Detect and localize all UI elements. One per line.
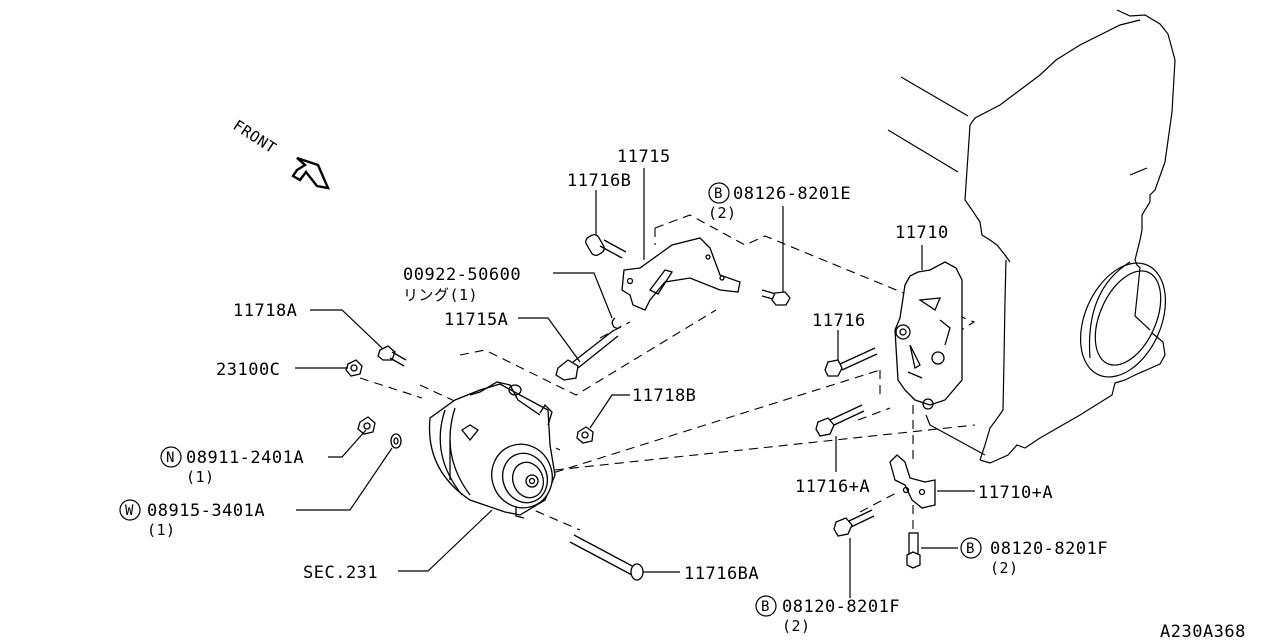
bolt-08120-bottom [833, 509, 875, 537]
bolt-08120-right [906, 532, 921, 569]
callout-11710-a: 11710+A [978, 483, 1053, 503]
part-number: 11716BA [684, 564, 759, 584]
part-number: 11710+A [978, 483, 1053, 503]
alternator [428, 381, 556, 519]
callout-00922-50600: 00922-50600 リング(1) [403, 265, 521, 304]
front-arrow-icon [291, 156, 330, 190]
callout-11718b: 11718B [632, 386, 696, 406]
callout-08120-8201f-bottom: B 08120-8201F (2) [755, 595, 900, 635]
quantity: (2) [782, 617, 811, 635]
callout-08911-2401a: N 08911-2401A (1) [160, 446, 304, 486]
front-label: FRONT [230, 116, 280, 157]
part-number: 11716B [567, 171, 631, 191]
symbol-letter: B [966, 541, 975, 557]
quantity: (1) [186, 468, 215, 486]
crank-seal [1079, 261, 1167, 378]
nut-symbol-icon [160, 446, 182, 468]
symbol-letter: B [761, 599, 770, 615]
leader-lines [295, 168, 975, 598]
callout-11716-a: 11716+A [795, 477, 870, 497]
quantity: (2) [990, 559, 1019, 577]
callout-23100c: 23100C [216, 360, 280, 380]
callout-11715a: 11715A [444, 310, 508, 330]
bolt-11718a [377, 345, 407, 367]
symbol-letter: N [166, 450, 175, 466]
callout-11718a: 11718A [233, 301, 297, 321]
part-number: 08120-8201F [990, 539, 1108, 559]
part-number: 11716+A [795, 477, 870, 497]
part-number: 08915-3401A [147, 501, 265, 521]
callout-08120-8201f-right: B 08120-8201F (2) [960, 537, 1108, 577]
washer-08915 [390, 433, 402, 449]
symbol-letter: B [714, 186, 723, 202]
washer-symbol-icon [119, 499, 141, 521]
bolt-11716 [824, 347, 878, 377]
part-number: 23100C [216, 360, 280, 380]
part-number: 11718B [632, 386, 696, 406]
callout-08126-8201e: B 08126-8201E (2) [708, 182, 851, 222]
callout-sec231: SEC.231 [303, 563, 378, 583]
bracket-11715 [621, 237, 741, 311]
bolt-08126 [761, 289, 791, 306]
bolt-11716b [585, 234, 627, 259]
callout-11716ba: 11716BA [684, 564, 759, 584]
part-number: 00922-50600 [403, 265, 521, 285]
nut-08911 [357, 416, 376, 435]
quantity: (1) [147, 521, 176, 539]
nut-23100c [345, 359, 363, 377]
symbol-letter: W [125, 503, 134, 519]
callout-11715: 11715 [617, 147, 671, 167]
bolt-11715a [555, 329, 619, 381]
bolt-11716ba [569, 534, 644, 581]
part-number: 08120-8201F [782, 597, 900, 617]
callout-11716b: 11716B [567, 171, 631, 191]
engine-block [887, 9, 1176, 464]
part-number: 08126-8201E [733, 184, 851, 204]
bolt-symbol-icon [755, 595, 777, 617]
callout-11716: 11716 [812, 311, 866, 331]
diagram-reference-code: A230A368 [1160, 622, 1246, 640]
bolt-symbol-icon [960, 537, 982, 559]
bolt-11716-a [815, 404, 865, 437]
part-number: 11718A [233, 301, 297, 321]
bracket-11710-a [889, 454, 936, 509]
part-number: 11716 [812, 311, 866, 331]
part-number: 08911-2401A [186, 448, 304, 468]
part-number: 11715A [444, 310, 508, 330]
part-number: 11715 [617, 147, 671, 167]
section-reference[interactable]: SEC.231 [303, 563, 378, 583]
bolt-symbol-icon [708, 182, 730, 204]
quantity: (2) [708, 204, 737, 222]
callout-11710: 11710 [895, 223, 949, 243]
quantity: リング(1) [403, 286, 478, 304]
callout-08915-3401a: W 08915-3401A (1) [119, 499, 265, 539]
ring-00922 [611, 317, 622, 329]
nut-11718b [576, 426, 594, 444]
front-indicator: FRONT [230, 116, 330, 190]
bracket-11710 [894, 261, 963, 410]
part-number: 11710 [895, 223, 949, 243]
